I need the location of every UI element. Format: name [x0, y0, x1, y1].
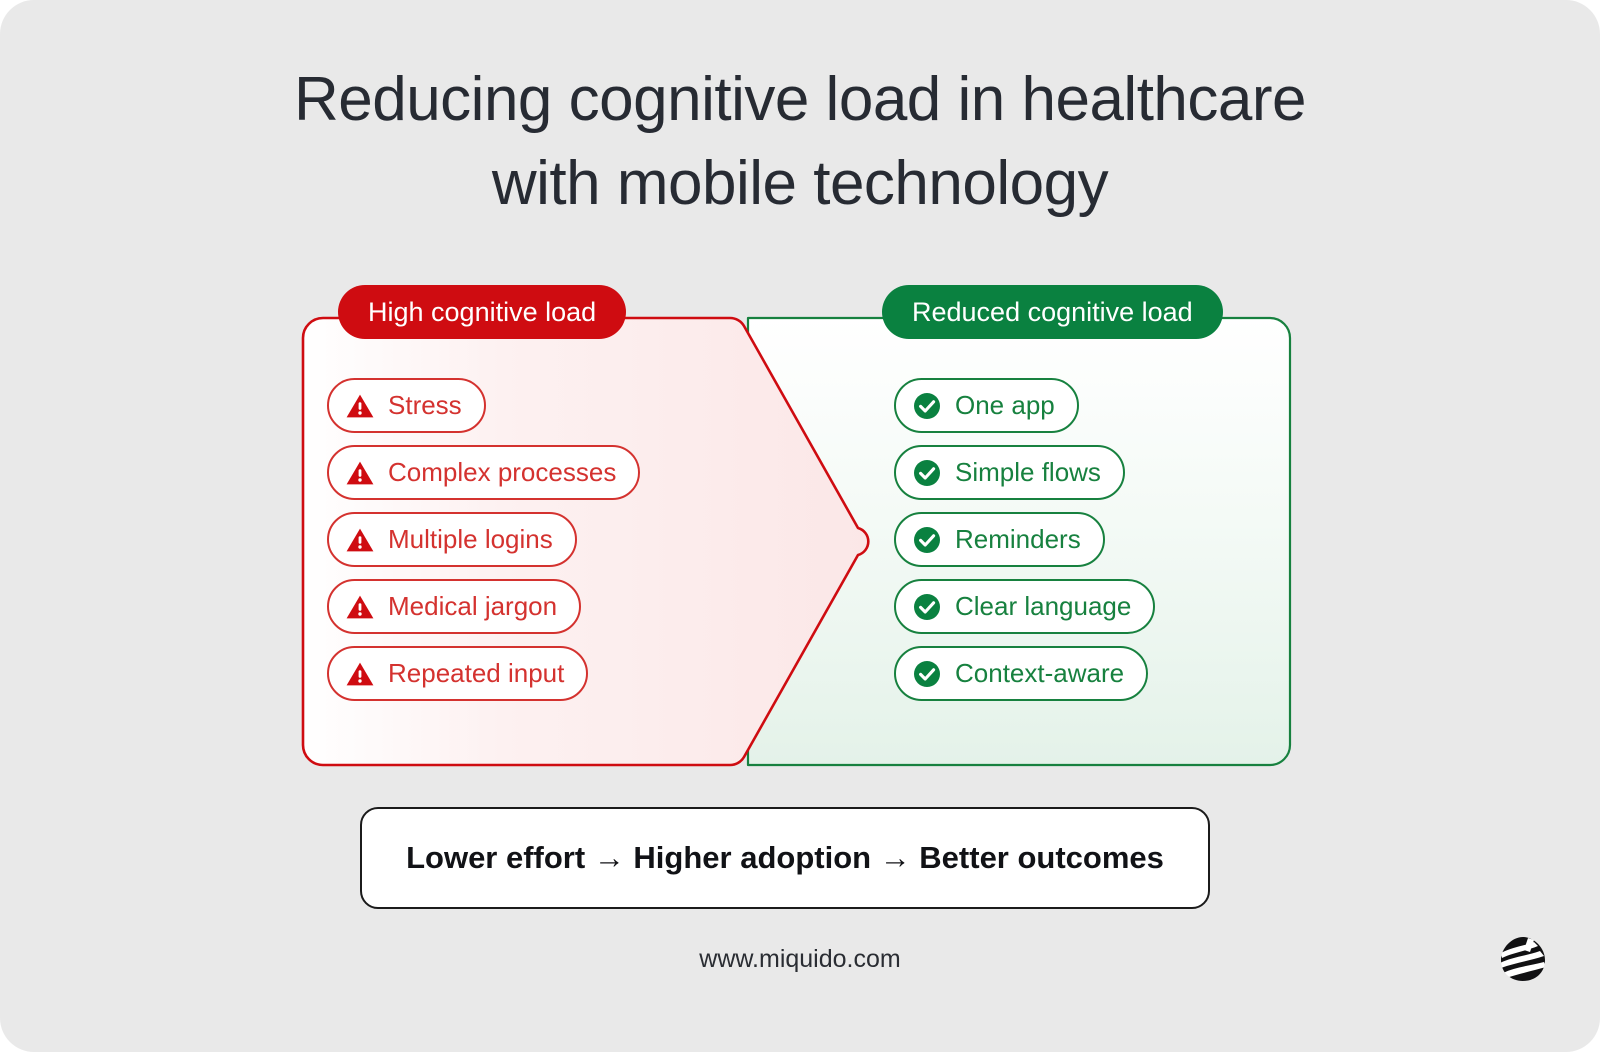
warning-triangle-icon [345, 659, 375, 689]
list-item-label: Stress [388, 389, 462, 420]
left-panel-item-list: Stress Complex processes [327, 378, 641, 701]
page-title: Reducing cognitive load in healthcare wi… [293, 65, 1307, 218]
list-item-label: Repeated input [388, 657, 565, 688]
left-panel-header-label: High cognitive load [368, 296, 597, 327]
list-item[interactable]: Context-aware [894, 646, 1149, 701]
list-item[interactable]: Complex processes [327, 445, 641, 500]
list-item-label: Simple flows [955, 456, 1101, 487]
right-panel-header-label: Reduced cognitive load [912, 296, 1193, 327]
list-item[interactable]: One app [894, 378, 1079, 433]
list-item[interactable]: Reminders [894, 512, 1105, 567]
list-item-label: Context-aware [955, 657, 1125, 688]
list-item[interactable]: Stress [327, 378, 486, 433]
right-panel-header-chip: Reduced cognitive load [882, 285, 1223, 339]
miquido-logo [1494, 930, 1552, 988]
list-item-label: Clear language [955, 590, 1132, 621]
list-item-label: Reminders [955, 523, 1081, 554]
outcome-banner: Lower effort → Higher adoption → Better … [360, 807, 1210, 909]
outcome-banner-text: Lower effort → Higher adoption → Better … [406, 840, 1164, 875]
list-item-label: Multiple logins [388, 523, 553, 554]
warning-triangle-icon [345, 391, 375, 421]
right-panel-item-list: One app Simple flows R [894, 378, 1156, 701]
check-circle-icon [912, 458, 942, 488]
footer-url: www.miquido.com [699, 945, 901, 973]
comparison-block: High cognitive load Reduced cognitive lo… [270, 276, 1310, 776]
check-circle-icon [912, 391, 942, 421]
list-item-label: One app [955, 389, 1055, 420]
check-circle-icon [912, 525, 942, 555]
list-item[interactable]: Clear language [894, 579, 1156, 634]
list-item[interactable]: Medical jargon [327, 579, 582, 634]
warning-triangle-icon [345, 592, 375, 622]
check-circle-icon [912, 592, 942, 622]
check-circle-icon [912, 659, 942, 689]
warning-triangle-icon [345, 458, 375, 488]
list-item[interactable]: Simple flows [894, 445, 1125, 500]
left-panel-header-chip: High cognitive load [338, 285, 627, 339]
list-item-label: Complex processes [388, 456, 617, 487]
list-item[interactable]: Repeated input [327, 646, 589, 701]
list-item-label: Medical jargon [388, 590, 558, 621]
list-item[interactable]: Multiple logins [327, 512, 577, 567]
warning-triangle-icon [345, 525, 375, 555]
